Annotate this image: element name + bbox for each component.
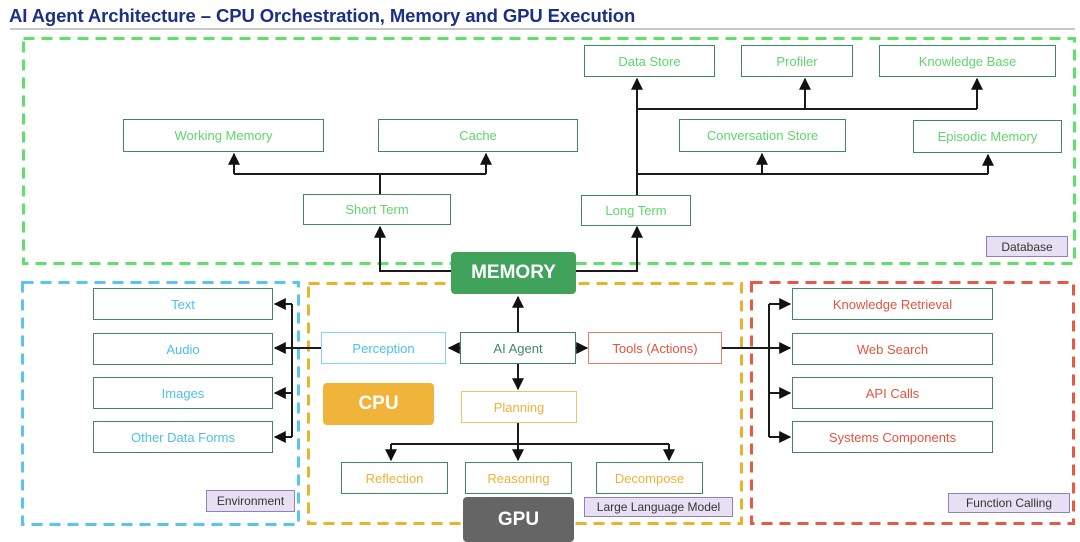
node-label: Reasoning (487, 470, 550, 486)
node-label: Other Data Forms (130, 429, 236, 445)
node-systems-components[interactable]: Systems Components (792, 421, 993, 453)
node-profiler[interactable]: Profiler (741, 45, 853, 77)
environment-label: Environment (206, 490, 295, 512)
node-label: Decompose (614, 470, 685, 486)
node-label: Reflection (365, 470, 424, 486)
node-label: Conversation Store (706, 128, 819, 143)
node-short-term[interactable]: Short Term (303, 194, 451, 225)
node-label: Data Store (618, 53, 681, 69)
node-label: Systems Components (828, 429, 957, 445)
node-label: API Calls (865, 385, 920, 401)
node-episodic-memory[interactable]: Episodic Memory (913, 120, 1062, 153)
function-calling-label: Function Calling (948, 493, 1070, 513)
node-label: Episodic Memory (937, 129, 1038, 144)
connector-memory-long-term (575, 225, 643, 272)
node-label: Text (171, 296, 195, 312)
node-label: Web Search (856, 341, 929, 357)
llm-label: Large Language Model (584, 497, 733, 517)
node-label: Perception (352, 340, 415, 356)
node-label: Working Memory (174, 128, 273, 143)
node-label: Long Term (605, 203, 667, 218)
node-label: Cache (459, 128, 497, 143)
connector-memory-short-term (374, 225, 452, 272)
gpu-badge: GPU (463, 497, 574, 542)
node-long-term[interactable]: Long Term (581, 195, 691, 226)
memory-hub[interactable]: MEMORY (451, 252, 576, 294)
node-label: Images (161, 385, 205, 401)
node-decompose[interactable]: Decompose (596, 462, 703, 494)
node-tools-actions[interactable]: Tools (Actions) (588, 332, 722, 364)
node-label: Audio (166, 341, 200, 357)
node-label: Profiler (776, 53, 818, 69)
function-calling-region (750, 281, 1075, 525)
environment-region (21, 281, 300, 526)
node-label: AI Agent (493, 340, 543, 356)
node-label: Short Term (345, 202, 409, 217)
node-reasoning[interactable]: Reasoning (465, 462, 572, 494)
node-label: Tools (Actions) (612, 340, 698, 356)
node-label: Planning (493, 399, 545, 415)
node-working-memory[interactable]: Working Memory (123, 119, 324, 152)
title-divider (10, 28, 1075, 30)
node-other-data-forms[interactable]: Other Data Forms (93, 421, 273, 453)
node-api-calls[interactable]: API Calls (792, 377, 993, 409)
page-title: AI Agent Architecture – CPU Orchestratio… (9, 5, 636, 26)
node-data-store[interactable]: Data Store (584, 45, 715, 77)
node-ai-agent[interactable]: AI Agent (460, 332, 576, 364)
node-label: Knowledge Retrieval (832, 296, 953, 312)
node-planning[interactable]: Planning (461, 391, 577, 423)
node-reflection[interactable]: Reflection (341, 462, 448, 494)
node-cache[interactable]: Cache (378, 119, 578, 152)
node-perception[interactable]: Perception (321, 332, 446, 364)
node-text[interactable]: Text (93, 288, 273, 320)
cpu-badge: CPU (323, 383, 434, 425)
node-web-search[interactable]: Web Search (792, 333, 993, 365)
node-knowledge-base[interactable]: Knowledge Base (879, 45, 1056, 77)
database-label: Database (986, 236, 1068, 257)
node-images[interactable]: Images (93, 377, 273, 409)
node-conversation-store[interactable]: Conversation Store (679, 119, 846, 152)
node-label: Knowledge Base (918, 53, 1017, 69)
node-audio[interactable]: Audio (93, 333, 273, 365)
node-knowledge-retrieval[interactable]: Knowledge Retrieval (792, 288, 993, 320)
